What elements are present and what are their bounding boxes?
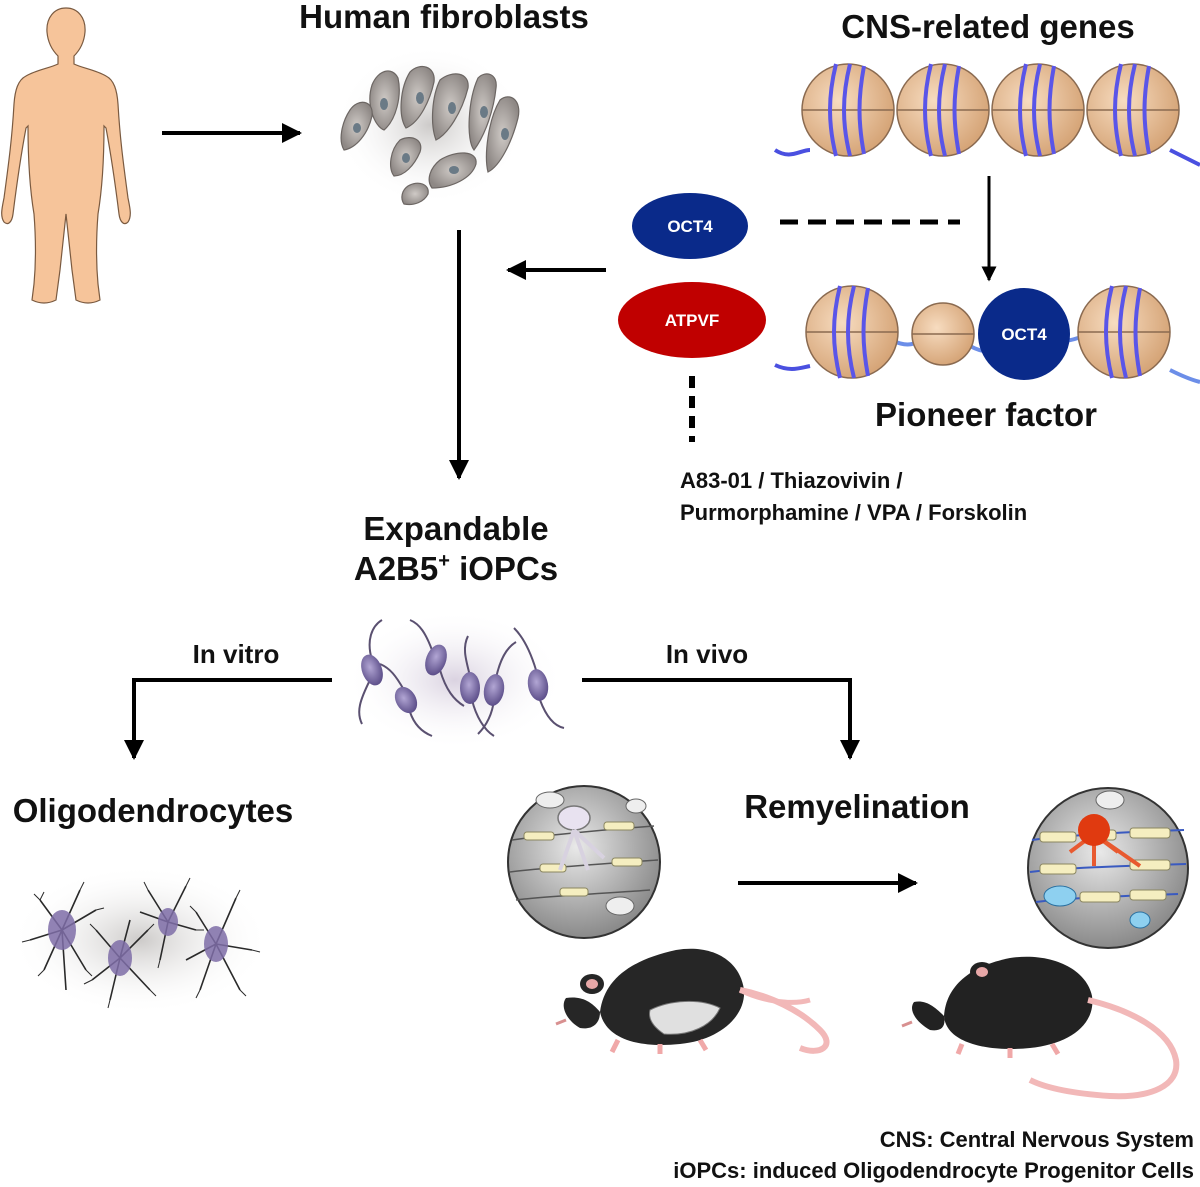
cns-related-genes-label: CNS-related genes [841, 8, 1134, 45]
oligodendrocytes-label: Oligodendrocytes [13, 792, 294, 829]
in-vivo-label: In vivo [666, 639, 748, 669]
in-vitro-label: In vitro [193, 639, 280, 669]
fibroblast-cluster [335, 45, 525, 206]
iopcs-text: iOPCs [450, 550, 558, 587]
oct4-bound-badge [978, 288, 1070, 380]
expandable-label-line-1: Expandable [363, 510, 548, 547]
atpvf-badge-label: ATPVF [665, 311, 719, 330]
arrow-in-vitro [124, 678, 332, 760]
arrow-in-vivo [582, 678, 860, 760]
iopc-cell-cluster [345, 610, 565, 750]
oct4-bound-label: OCT4 [1001, 325, 1047, 344]
compounds-line-2: Purmorphamine / VPA / Forskolin [680, 500, 1027, 525]
expandable-label-line-2: A2B5+ iOPCs [354, 550, 558, 587]
human-figure-icon [1, 7, 131, 304]
compounds-line-1: A83-01 / Thiazovivin / [680, 468, 903, 493]
oct4-badge [632, 193, 748, 259]
demyelinated-mouse-icon [555, 948, 830, 1054]
pioneer-factor-label: Pioneer factor [875, 396, 1097, 433]
abbreviation-iopcs: iOPCs: induced Oligodendrocyte Progenito… [673, 1158, 1194, 1183]
chromatin-closed [773, 63, 1200, 167]
remyelination-label: Remyelination [744, 788, 970, 825]
chromatin-open: OCT4 [774, 285, 1200, 384]
remyelinated-tissue-circle [1027, 787, 1189, 949]
oct4-badge-label: OCT4 [667, 217, 713, 236]
demyelinated-tissue-circle [507, 785, 661, 939]
healthy-mouse-icon [901, 956, 1180, 1100]
a2b5-text: A2B5 [354, 550, 438, 587]
abbreviation-cns: CNS: Central Nervous System [880, 1127, 1194, 1152]
oligodendrocyte-cluster [10, 865, 270, 1015]
a2b5-superscript: + [438, 550, 450, 572]
atpvf-badge [618, 282, 766, 358]
human-fibroblasts-label: Human fibroblasts [299, 0, 589, 35]
